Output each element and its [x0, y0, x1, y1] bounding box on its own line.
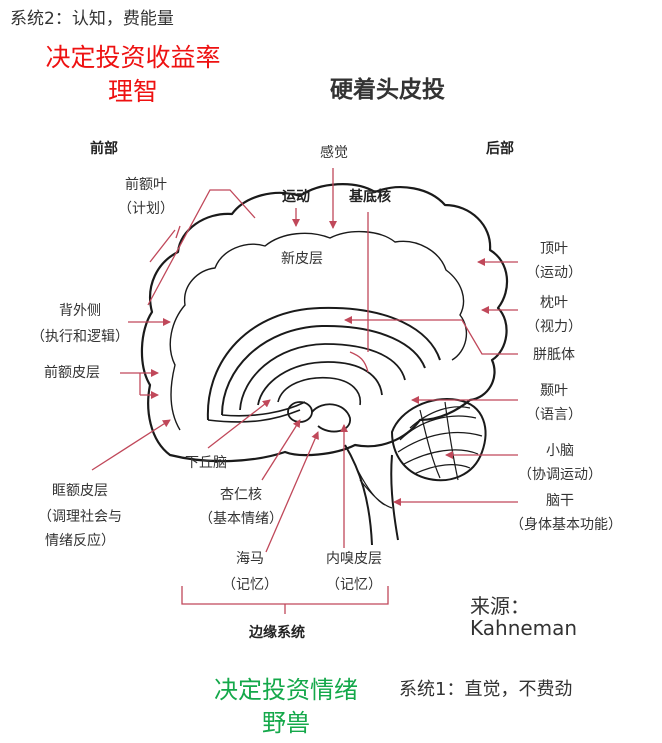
label-motor: 运动 — [282, 189, 310, 205]
label-orbitofrontal: 眶额皮层 — [52, 483, 108, 499]
label-back: 后部 — [486, 141, 514, 157]
label-entorhinal: 内嗅皮层 — [326, 551, 382, 567]
label-neocortex: 新皮层 — [281, 251, 323, 267]
label-occipital: 枕叶 — [540, 295, 568, 311]
label-entorhinal-sub: （记忆） — [326, 577, 382, 593]
green-title-line1: 决定投资情绪 — [214, 676, 358, 704]
label-hypothalamus: 下丘脑 — [185, 455, 227, 471]
label-frontal-lobe: 前额叶 — [125, 177, 167, 193]
label-parietal: 顶叶 — [540, 241, 568, 257]
label-orbitofrontal-sub1: （调理社会与 — [38, 509, 122, 525]
label-frontal-lobe-sub: （计划） — [118, 201, 174, 217]
label-temporal: 颞叶 — [540, 383, 568, 399]
label-parietal-sub: （运动） — [526, 265, 582, 281]
label-cerebellum-sub: （协调运动） — [518, 467, 602, 483]
label-dorsolateral: 背外侧 — [59, 303, 101, 319]
label-amygdala-sub: （基本情绪） — [199, 511, 283, 527]
source-author: Kahneman — [470, 616, 578, 640]
brain-outline — [140, 183, 509, 463]
label-hippocampus-sub: （记忆） — [222, 577, 278, 593]
red-title-line2: 理智 — [107, 77, 158, 106]
label-sensation: 感觉 — [320, 145, 348, 161]
label-orbitofrontal-sub2: 情绪反应） — [45, 533, 115, 549]
cerebellum-shape — [390, 398, 487, 482]
label-occipital-sub: （视力） — [526, 319, 582, 335]
label-prefrontal: 前额皮层 — [44, 365, 100, 381]
label-limbic-system: 边缘系统 — [249, 625, 305, 641]
source-label: 来源： — [470, 594, 530, 618]
system1-label: 系统1：直觉，不费劲 — [399, 679, 573, 700]
label-corpus-callosum: 胼胝体 — [533, 347, 575, 363]
label-basal-ganglia: 基底核 — [349, 189, 391, 205]
label-amygdala: 杏仁核 — [220, 487, 262, 503]
label-front: 前部 — [90, 141, 118, 157]
red-title-line1: 决定投资收益率 — [45, 43, 221, 72]
diagram-title: 硬着头皮投 — [330, 77, 445, 103]
label-cerebellum: 小脑 — [546, 443, 574, 459]
label-hippocampus: 海马 — [236, 551, 264, 567]
label-dorsolateral-sub: （执行和逻辑） — [31, 329, 129, 345]
label-brainstem-sub: （身体基本功能） — [510, 517, 622, 533]
green-title-line2: 野兽 — [262, 709, 310, 737]
brainstem-shape — [344, 444, 399, 546]
label-brainstem: 脑干 — [546, 493, 574, 509]
label-temporal-sub: （语言） — [526, 407, 582, 423]
system2-label: 系统2：认知，费能量 — [10, 9, 174, 29]
